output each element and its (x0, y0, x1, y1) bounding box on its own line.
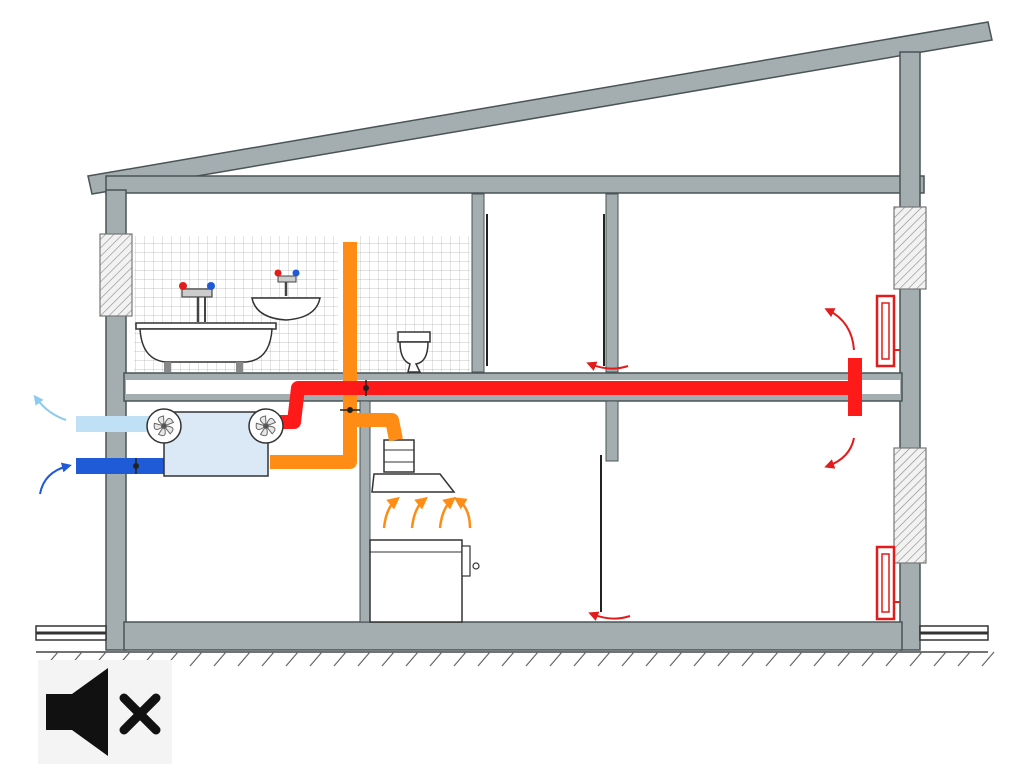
sink (251, 269, 321, 321)
intake-arrow (39, 462, 72, 495)
kitchen-hood (371, 439, 456, 493)
mute-overlay[interactable] (38, 660, 172, 764)
ground-hatch (477, 651, 491, 667)
heat-recovery-unit (146, 408, 284, 477)
door-undercut-vents (586, 361, 631, 621)
kitchen-exhaust-arrows (382, 496, 472, 529)
ground-hatch (813, 651, 827, 667)
ground-hatch (333, 651, 347, 667)
windows (99, 206, 927, 564)
exhaust-outlet-duct (76, 416, 152, 432)
ground-hatch (573, 651, 587, 667)
ground-hatch (909, 651, 923, 667)
ground-hatch (861, 651, 875, 667)
ground-hatch (213, 651, 227, 667)
ground-hatch (237, 651, 251, 667)
ground-hatch (645, 651, 659, 667)
floor-slab (123, 621, 903, 651)
upper-interior-walls (471, 193, 619, 373)
supply-airflow-arrows (824, 308, 855, 469)
window-right-lower (893, 447, 927, 564)
ground-hatch (453, 651, 467, 667)
ground-hatch (525, 651, 539, 667)
ground-hatch (621, 651, 635, 667)
slanted-roof (87, 21, 993, 195)
ground-hatch (357, 651, 371, 667)
ground-hatch (501, 651, 515, 667)
ground-hatch (597, 651, 611, 667)
lower-interior-walls (359, 400, 619, 623)
ground-hatch (429, 651, 443, 667)
ground-hatch (765, 651, 779, 667)
ground-hatch (261, 651, 275, 667)
window-left-upper (99, 233, 133, 317)
fan-right (248, 408, 284, 444)
ground-hatch (405, 651, 419, 667)
attic-slab (105, 175, 925, 194)
fan-hub (263, 423, 269, 429)
ground-hatch (885, 651, 899, 667)
fan-left (146, 408, 182, 444)
stove (369, 539, 480, 623)
ground-hatch (981, 651, 995, 667)
speaker-muted-icon[interactable] (38, 660, 172, 764)
ground-hatch (789, 651, 803, 667)
fan-hub (161, 423, 167, 429)
window-right-upper (893, 206, 927, 290)
ground-line (35, 625, 995, 667)
ground-hatch (741, 651, 755, 667)
ground-hatch (717, 651, 731, 667)
ground-hatch (837, 651, 851, 667)
ground-hatch (549, 651, 563, 667)
radiators (875, 294, 900, 621)
ground-hatch (381, 651, 395, 667)
ground-hatch (957, 651, 971, 667)
toilet (397, 331, 431, 373)
ground-hatch (189, 651, 203, 667)
ground-hatch (669, 651, 683, 667)
fresh-air-intake-duct (76, 458, 166, 474)
bathtub (135, 282, 277, 372)
ground-hatch (693, 651, 707, 667)
ground-hatch (933, 651, 947, 667)
exhaust-duct (270, 242, 403, 469)
outlet-arrow (33, 394, 67, 421)
ground-hatch (285, 651, 299, 667)
ground-hatch (309, 651, 323, 667)
